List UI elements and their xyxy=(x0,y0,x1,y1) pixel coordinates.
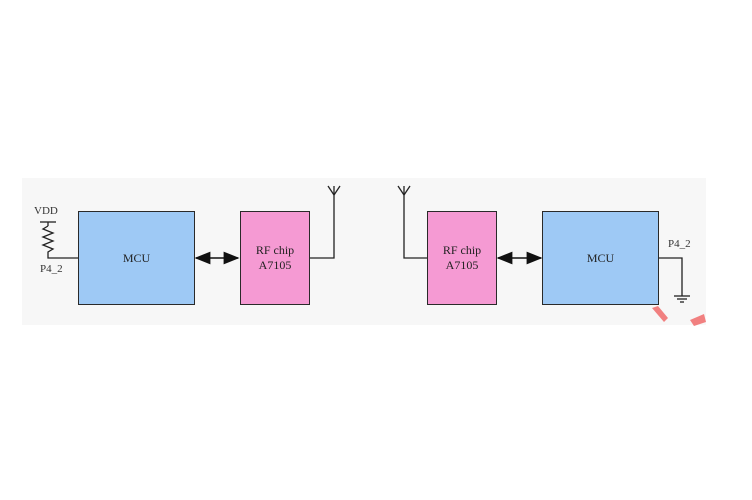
right-antenna-icon xyxy=(397,185,411,196)
right-mcu-block: MCU xyxy=(542,211,659,305)
left-vdd-symbol xyxy=(40,221,56,226)
watermark-fragment xyxy=(652,306,706,326)
left-pullup-resistor xyxy=(41,225,78,259)
ground-icon xyxy=(674,295,690,303)
right-pin-label: P4_2 xyxy=(668,238,691,250)
left-rf-chip-name: RF chip xyxy=(255,243,295,257)
left-mcu-label: MCU xyxy=(122,250,151,265)
right-rf-chip-name: RF chip xyxy=(442,243,482,257)
left-antenna-feed xyxy=(310,195,335,259)
left-pin-label: P4_2 xyxy=(40,263,63,275)
right-antenna-feed xyxy=(403,195,427,259)
left-vdd-label: VDD xyxy=(34,205,58,217)
right-rf-chip-block: RF chip A7105 xyxy=(427,211,497,305)
right-ground-wire xyxy=(659,257,683,296)
right-rf-chip-part: A7105 xyxy=(445,258,479,272)
left-mcu-block: MCU xyxy=(78,211,195,305)
left-rf-chip-block: RF chip A7105 xyxy=(240,211,310,305)
left-rf-chip-part: A7105 xyxy=(258,258,292,272)
right-mcu-label: MCU xyxy=(586,250,615,265)
left-antenna-icon xyxy=(327,185,341,196)
